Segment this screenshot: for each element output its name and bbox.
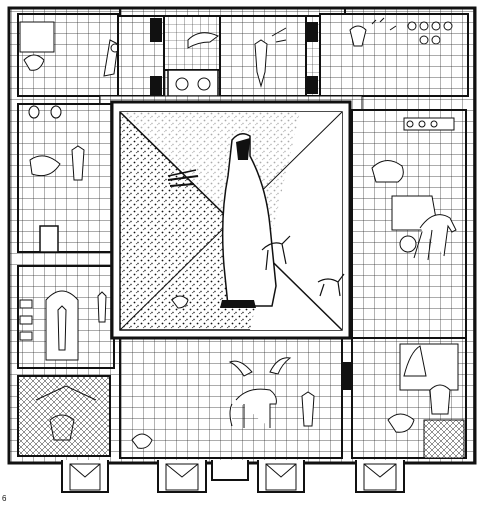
room-west-lower bbox=[17, 265, 115, 369]
room-east bbox=[351, 109, 467, 339]
room-north-center-left bbox=[117, 15, 165, 97]
room-northwest bbox=[17, 13, 120, 97]
room-southeast bbox=[351, 337, 467, 459]
central-court bbox=[110, 100, 352, 340]
room-south bbox=[119, 337, 352, 459]
figure-number: 6 bbox=[2, 494, 7, 503]
room-northeast bbox=[319, 13, 469, 97]
south-doorways bbox=[61, 460, 405, 493]
room-southwest bbox=[17, 375, 111, 457]
room-north-center-right bbox=[219, 15, 321, 97]
room-west-upper bbox=[17, 103, 115, 253]
room-north-center bbox=[163, 15, 221, 97]
